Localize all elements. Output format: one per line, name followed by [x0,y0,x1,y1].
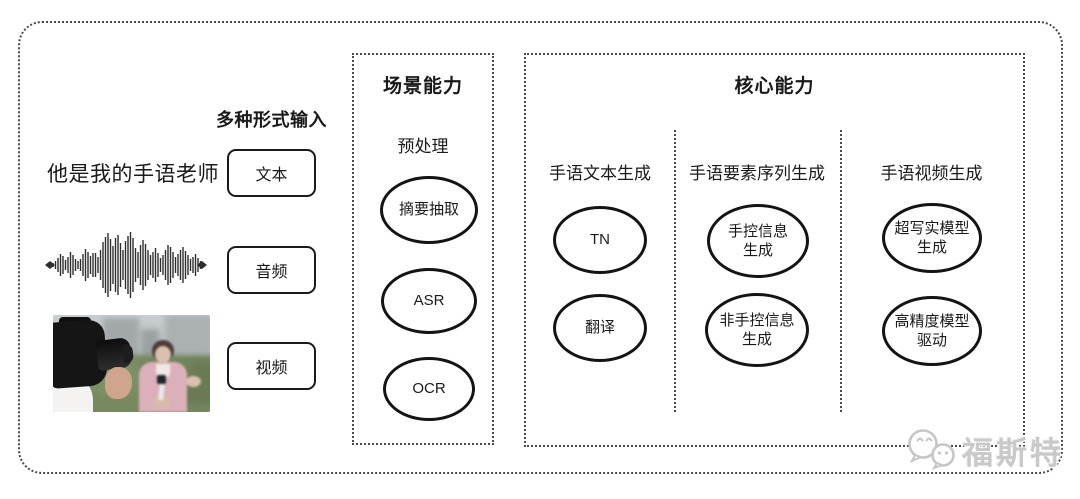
node-tn: TN [553,206,647,274]
video-thumbnail-photo [53,315,210,412]
node-hyperrealistic-model-generation: 超写实模型生成 [882,203,982,273]
node-label: 手控信息生成 [727,222,788,260]
node-label: 非手控信息生成 [719,311,795,349]
node-manual-info-generation: 手控信息生成 [707,204,809,278]
node-label: 高精度模型驱动 [894,312,970,350]
node-high-precision-model-driving: 高精度模型驱动 [882,296,982,366]
node-ocr: OCR [383,357,475,421]
photo-camera-foreground [53,315,210,412]
column-header-sl-video-generation: 手语视频生成 [880,164,983,183]
node-translation: 翻译 [553,294,647,362]
audio-waveform-icon [45,232,207,298]
sample-sentence-text: 他是我的手语老师 [47,163,219,186]
column-header-sl-text-generation: 手语文本生成 [549,164,651,183]
node-summary-extraction: 摘要抽取 [380,176,478,244]
camera-lens-tip [121,343,135,364]
outer-dotted-frame [18,21,1063,474]
watermark-text: 福斯特 [962,435,1064,471]
scene-box-title: 场景能力 [382,76,463,97]
column-divider [840,130,842,412]
preprocess-label: 预处理 [397,137,449,156]
node-label: 超写实模型生成 [894,219,970,257]
input-node-text: 文本 [227,149,316,197]
scene-capability-box: 场景能力 预处理 摘要抽取 ASR OCR [352,53,494,445]
reporter-hand [186,376,201,387]
column-header-sl-element-sequence-generation: 手语要素序列生成 [689,164,825,183]
input-node-audio: 音频 [227,246,316,294]
reporter-hands [153,396,170,408]
node-asr: ASR [381,268,477,334]
microphone-windscreen [157,375,166,384]
input-section-header: 多种形式输入 [216,110,327,130]
cameraman-hand [105,367,132,399]
chat-bubbles-logo-icon [908,429,955,470]
core-box-title: 核心能力 [734,76,815,97]
column-divider [674,130,676,412]
photo-reporter [53,315,210,412]
reporter-face [155,346,171,363]
node-non-manual-info-generation: 非手控信息生成 [705,293,809,367]
watermark: 福斯特 [903,427,1064,473]
core-capability-box: 核心能力 手语文本生成 手语要素序列生成 手语视频生成 TN 翻译 手控信息生成… [524,53,1025,447]
input-node-video: 视频 [227,342,316,390]
